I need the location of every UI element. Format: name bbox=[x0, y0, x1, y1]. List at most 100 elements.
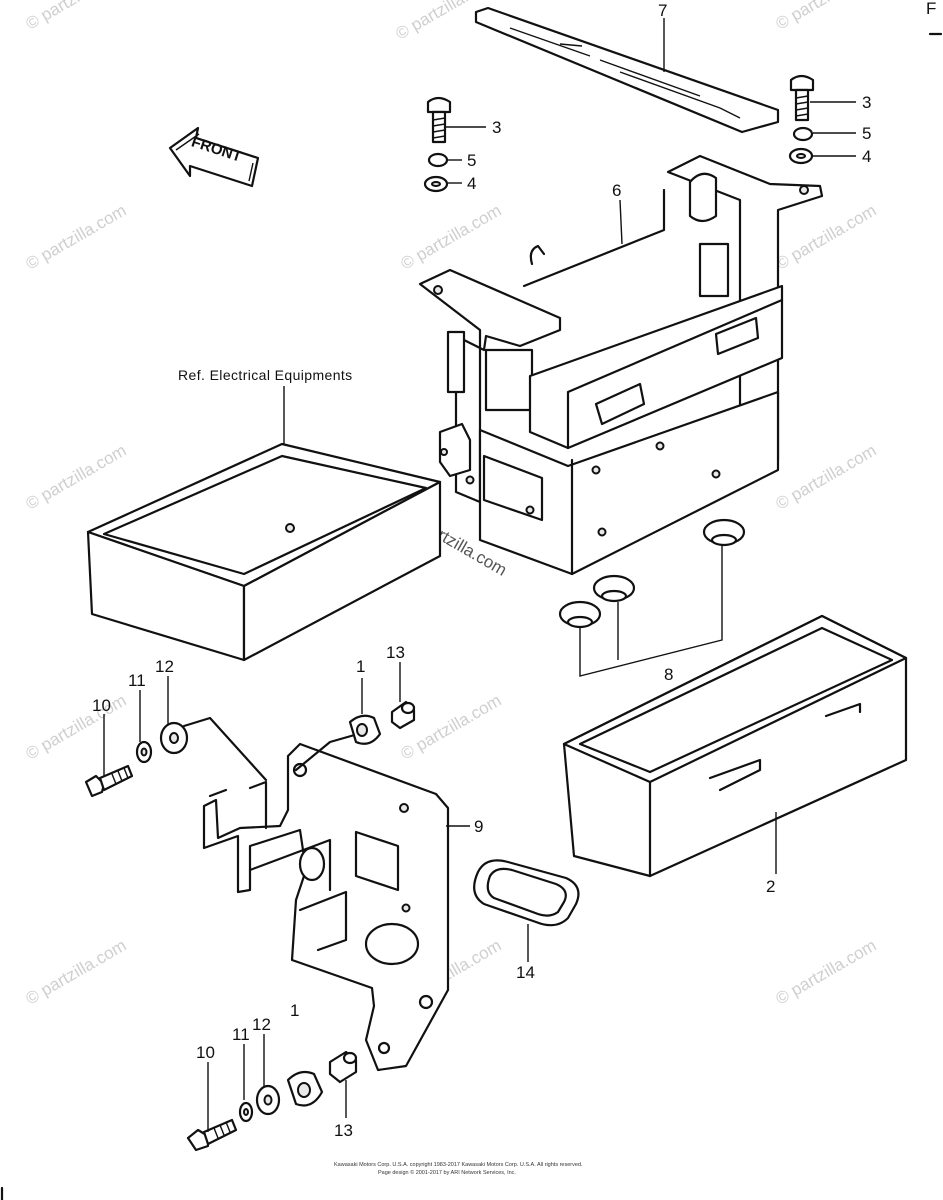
bracket-hole-right bbox=[399, 803, 409, 813]
part-6-battery-case: 6 bbox=[418, 154, 824, 576]
callout-5-left: 5 bbox=[467, 151, 476, 170]
case-band-slot-right bbox=[714, 316, 760, 356]
part-2-tray: 2 bbox=[562, 614, 908, 896]
tray2-tabs bbox=[708, 702, 862, 792]
callout-7: 7 bbox=[658, 1, 667, 20]
grommet-1-bottom-hole bbox=[297, 1082, 311, 1098]
grommet-14-inner bbox=[486, 867, 567, 917]
washer-12-top-hole bbox=[169, 732, 179, 744]
bracket-tabs bbox=[208, 780, 268, 830]
callout-2: 2 bbox=[766, 877, 775, 896]
case-side-tab bbox=[446, 330, 466, 394]
tray2-top bbox=[562, 614, 908, 784]
bracket-plate bbox=[202, 742, 450, 1072]
case-front-window bbox=[484, 348, 534, 412]
case-flange-hole bbox=[433, 285, 443, 295]
callout-11-bottom: 11 bbox=[232, 1025, 250, 1044]
case-hole-1 bbox=[591, 465, 601, 475]
callout-1-top: 1 bbox=[356, 657, 365, 676]
callout-3-left: 3 bbox=[492, 118, 501, 137]
watermark: © partzilla.com bbox=[23, 691, 130, 764]
part-14-grommet: 14 bbox=[473, 859, 580, 982]
callout-10-top: 10 bbox=[92, 696, 111, 715]
washer-4-right-hole bbox=[796, 153, 806, 159]
washer-11-bottom-hole bbox=[243, 1108, 249, 1116]
watermark: © partzilla.com bbox=[398, 691, 505, 764]
tray2-inner-rim bbox=[578, 626, 894, 774]
washer-5-right bbox=[792, 126, 814, 142]
bolt-3-right-head bbox=[789, 74, 815, 92]
callout-13-top: 13 bbox=[386, 643, 405, 662]
part-7-strap: 7 bbox=[474, 1, 780, 134]
corner-mark: F bbox=[926, 0, 936, 18]
part-8-grommets: 8 bbox=[558, 518, 746, 684]
case-band-edge bbox=[566, 298, 784, 450]
watermark: © partzilla.com bbox=[23, 936, 130, 1009]
bolt-10-top-thread bbox=[111, 767, 129, 785]
bolt-3-thread bbox=[432, 117, 446, 139]
case-lower-window bbox=[482, 454, 544, 522]
callout-8: 8 bbox=[664, 665, 673, 684]
washer-11-top-hole bbox=[140, 747, 148, 757]
bolt-10-bottom-thread bbox=[213, 1121, 231, 1139]
callout-1-bottom: 1 bbox=[290, 1001, 299, 1020]
callout-10-bottom: 10 bbox=[196, 1043, 215, 1062]
tray-hole bbox=[285, 523, 295, 533]
front-arrow: FRONT bbox=[168, 126, 260, 188]
bolt-stack-right: 3 5 4 bbox=[788, 74, 871, 166]
callout-9: 9 bbox=[474, 817, 483, 836]
case-back-edge bbox=[522, 188, 666, 288]
callout-11-top: 11 bbox=[128, 671, 146, 690]
case-hole-2 bbox=[655, 441, 665, 451]
watermark: © partzilla.com bbox=[23, 201, 130, 274]
copyright-line-1: Kawasaki Motors Corp. U.S.A. copyright 1… bbox=[334, 1162, 583, 1168]
washer-12-bottom-hole bbox=[263, 1094, 273, 1106]
bracket-hole-mid bbox=[401, 903, 411, 913]
case-clip-hole bbox=[440, 448, 448, 456]
watermark: © partzilla.com bbox=[773, 0, 880, 33]
fasteners-upper: 10 11 12 1 13 bbox=[84, 643, 416, 798]
grommet-1-top-hole bbox=[356, 723, 368, 737]
front-arrow-shade bbox=[175, 133, 254, 182]
callout-5-right: 5 bbox=[862, 124, 871, 143]
callout-4-left: 4 bbox=[467, 174, 476, 193]
watermark: © partzilla.com bbox=[773, 201, 880, 274]
grommet-3-base bbox=[566, 615, 594, 629]
case-hole-3 bbox=[711, 469, 721, 479]
copyright-line-2: Page design © 2001-2017 by ARI Network S… bbox=[378, 1169, 516, 1176]
grommet-2-base bbox=[600, 589, 628, 603]
case-hole-4 bbox=[597, 527, 607, 537]
case-hook bbox=[529, 244, 546, 266]
collar-13-top-end bbox=[400, 701, 416, 715]
case-hole-5 bbox=[525, 505, 535, 515]
watermark: © partzilla.com bbox=[398, 201, 505, 274]
leader-6 bbox=[619, 199, 623, 245]
watermark: © partzilla.com bbox=[23, 0, 130, 33]
bolt-10-bottom-shank bbox=[202, 1118, 238, 1146]
bracket-window-upper bbox=[354, 830, 400, 892]
case-lower-box bbox=[478, 390, 780, 576]
bracket-hole-tab bbox=[377, 1041, 391, 1055]
bracket-round-hole bbox=[298, 846, 326, 882]
bolt-stack-left: 3 5 4 bbox=[423, 96, 501, 193]
callout-6: 6 bbox=[612, 181, 621, 200]
watermark: © partzilla.com bbox=[773, 441, 880, 514]
case-band-slot-left bbox=[594, 382, 646, 426]
bracket-hole-low bbox=[418, 994, 434, 1010]
bolt-10-top-shank bbox=[98, 764, 134, 792]
front-arrow-shape bbox=[168, 126, 260, 188]
case-hole-6 bbox=[465, 475, 475, 485]
strap-slot-lower bbox=[619, 71, 741, 119]
tray-side bbox=[242, 480, 442, 662]
case-rear-hole bbox=[799, 185, 809, 195]
fasteners-lower: 10 11 12 1 13 bbox=[186, 1001, 358, 1152]
strap-slot bbox=[509, 27, 701, 97]
watermark: © partzilla.com bbox=[23, 441, 130, 514]
part-9-bracket: 9 bbox=[202, 742, 483, 1072]
tray-inner-rim bbox=[102, 454, 428, 576]
bracket-hole-top bbox=[292, 762, 308, 778]
callout-4-right: 4 bbox=[862, 147, 871, 166]
callout-13-bottom: 13 bbox=[334, 1121, 353, 1140]
washer-4-left-hole bbox=[431, 181, 441, 187]
